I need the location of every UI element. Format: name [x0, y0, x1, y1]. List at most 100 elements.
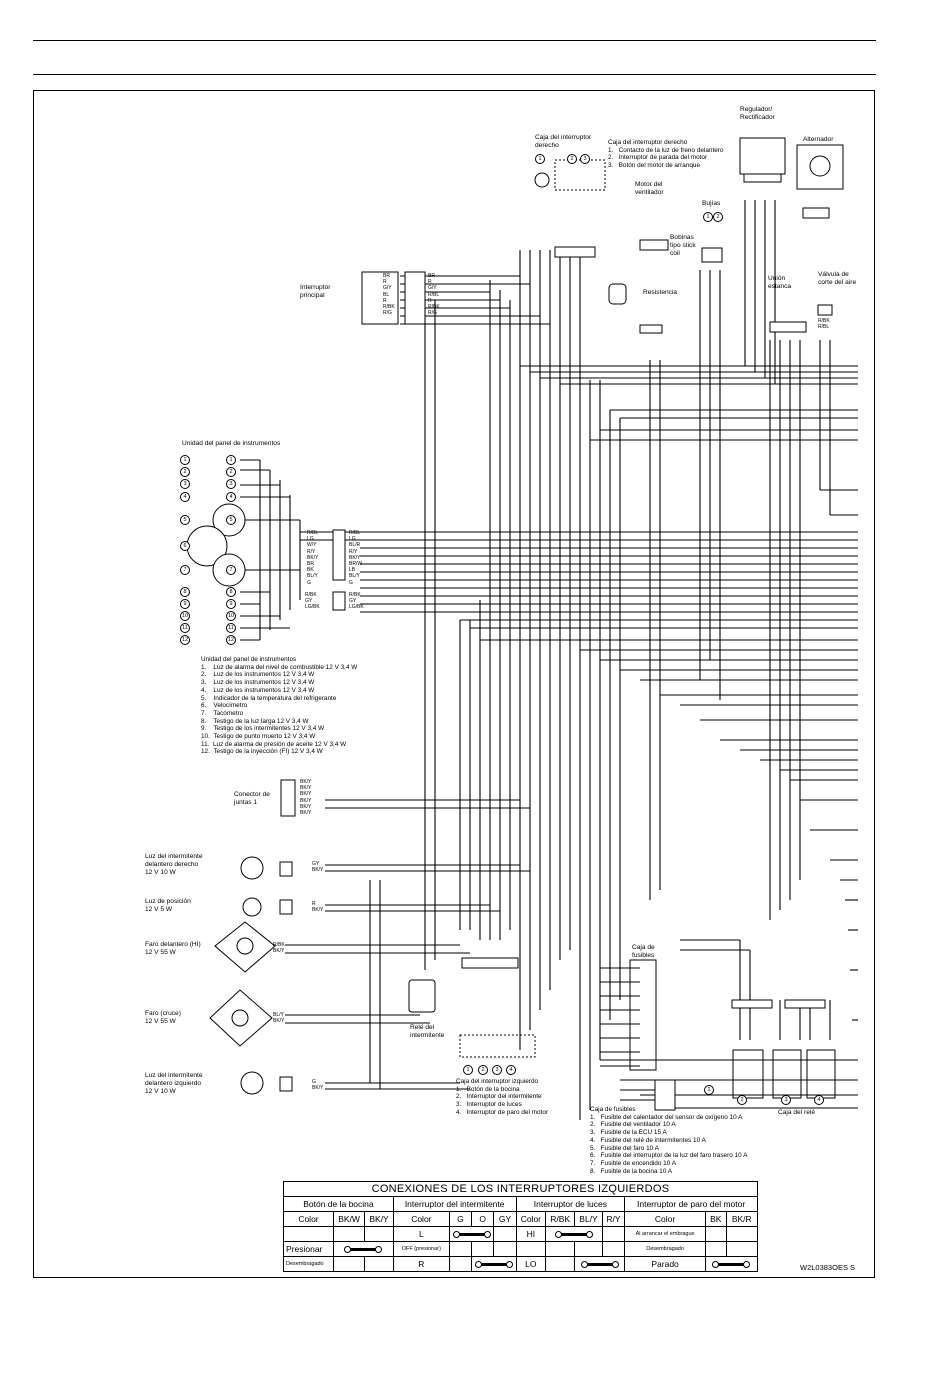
horn-row-press: Presionar — [283, 1241, 334, 1257]
turn-row-l: L — [392, 1226, 450, 1242]
turn-col: O — [471, 1211, 495, 1227]
right-turn-light — [240, 856, 264, 880]
panel-connector-2 — [332, 591, 346, 611]
group-turn: Interruptor del intermitente — [392, 1196, 517, 1212]
left-switch-no2: 2 — [478, 1065, 488, 1075]
stop-col: BK/R — [725, 1211, 759, 1227]
panel-item-bulb: 4 — [226, 492, 236, 502]
relay-no4: 4 — [814, 1095, 824, 1105]
panel-item-bulb: 1 — [226, 455, 236, 465]
group-light: Interruptor de luces — [515, 1196, 626, 1212]
resistor-label: Resistencia — [643, 289, 678, 296]
alternator-box — [796, 144, 844, 190]
panel-item-bulb: 9 — [226, 599, 236, 609]
group-stop: Interruptor de paro del motor — [624, 1196, 758, 1212]
position-light — [242, 897, 262, 917]
left-turn-light — [240, 1071, 264, 1095]
table-title: CONEXIONES DE LOS INTERRUPTORES IZQUIERD… — [283, 1181, 758, 1197]
connection-bar — [452, 1231, 491, 1239]
turn-row-off: OFF (presionar) — [392, 1241, 450, 1257]
connection-bar — [580, 1261, 619, 1269]
stop-col: BK — [704, 1211, 727, 1227]
headlight-low-label: Faro (cruce)12 V 55 W — [145, 1010, 181, 1025]
resistor — [608, 283, 627, 305]
air-valve — [817, 304, 833, 316]
right-switch-connector — [554, 246, 596, 258]
color-label: Color — [624, 1211, 706, 1227]
main-switch-box — [361, 271, 399, 325]
left-switch-no3: 3 — [492, 1065, 502, 1075]
connection-bar — [554, 1231, 593, 1239]
light-row-lo: LO — [515, 1256, 547, 1272]
alternator-label: Alternador — [803, 136, 834, 143]
spark-plugs-label: Bujías — [702, 200, 721, 207]
joint-connector — [280, 779, 296, 817]
left-switch-no1: 1 — [463, 1065, 473, 1075]
color-label: Color — [283, 1211, 334, 1227]
regulator-label: Regulador/Rectificador — [740, 106, 775, 121]
panel-item-bulb: 8 — [226, 587, 236, 597]
turn-col: G — [448, 1211, 473, 1227]
panel-item-bulb: 2 — [226, 467, 236, 477]
fuse-relay-no1: 1 — [704, 1085, 714, 1095]
connection-bar — [712, 1261, 751, 1269]
relay-no2: 2 — [737, 1095, 747, 1105]
panel-item-number: 7 — [180, 565, 190, 575]
diagram-frame — [33, 90, 875, 1278]
panel-item-number: 9 — [180, 599, 190, 609]
second-rule — [33, 74, 876, 75]
panel-item-number: 2 — [180, 467, 190, 477]
color-label: Color — [515, 1211, 547, 1227]
main-switch-connector — [404, 271, 426, 325]
turn-relay — [408, 979, 436, 1013]
fuse-box — [629, 959, 657, 1071]
right-switch-no1: 1 — [535, 154, 545, 164]
horn-col: BK/W — [332, 1211, 366, 1227]
stop-row-1: Al arrancar el embrague — [624, 1226, 706, 1242]
panel-item-number: 8 — [180, 587, 190, 597]
right-switch-no2: 2 — [567, 154, 577, 164]
panel-item-bulb: 7 — [226, 565, 236, 575]
light-col: BL/Y — [574, 1211, 603, 1227]
light-col: R/Y — [601, 1211, 626, 1227]
sealed-joint — [769, 321, 807, 333]
horn-row-released: Desembragado — [283, 1256, 334, 1272]
turn-col: GY — [493, 1211, 517, 1227]
panel-connector-1 — [332, 529, 346, 581]
panel-item-number: 3 — [180, 479, 190, 489]
panel-item-number: 1 — [180, 455, 190, 465]
connection-bar — [344, 1246, 383, 1254]
headlight-hi-label: Faro delantero (HI)12 V 55 W — [145, 941, 201, 956]
regulator-connector — [743, 173, 782, 183]
stick-coils — [701, 247, 723, 263]
regulator-body — [739, 137, 786, 175]
alternator-coil — [809, 155, 831, 177]
left-switch-connections-table: CONEXIONES DE LOS INTERRUPTORES IZQUIERD… — [283, 1181, 759, 1272]
panel-item-number: 4 — [180, 492, 190, 502]
group-horn: Botón de la bocina — [283, 1196, 394, 1212]
wire-bundle — [240, 200, 858, 1120]
